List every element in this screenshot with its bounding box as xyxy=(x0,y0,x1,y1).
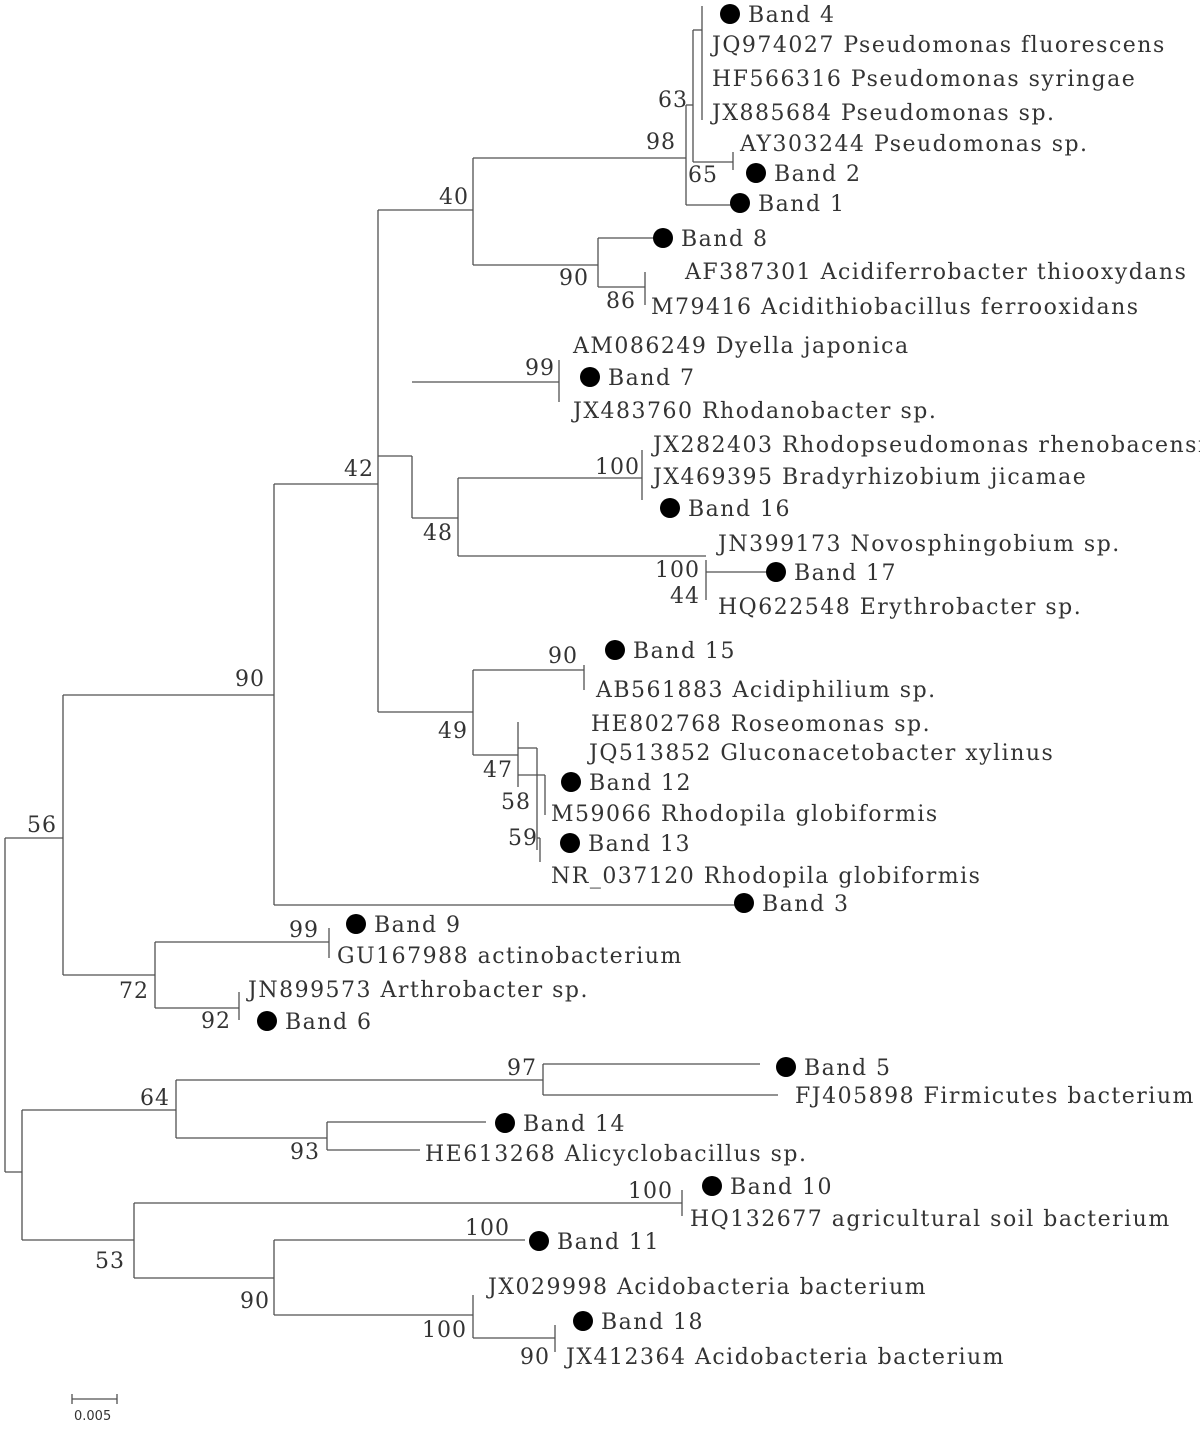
taxon-label-band-8: Band 8 xyxy=(681,227,769,252)
band-marker-icon xyxy=(746,163,766,183)
bootstrap-value: 90 xyxy=(548,644,578,669)
band-marker-icon xyxy=(573,1311,593,1331)
bootstrap-value: 100 xyxy=(655,558,700,583)
taxon-label-band-15: Band 15 xyxy=(633,639,736,664)
taxon-label-band-9: Band 9 xyxy=(374,913,462,938)
band-marker-icon xyxy=(257,1011,277,1031)
taxon-label-m59066-rhodopila-globiformis: M59066 Rhodopila globiformis xyxy=(551,802,939,827)
band-marker-icon xyxy=(734,893,754,913)
bootstrap-value: 90 xyxy=(240,1289,270,1314)
bootstrap-value: 58 xyxy=(501,790,531,815)
band-marker-icon xyxy=(730,193,750,213)
taxon-label-jq974027-pseudomonas-fluorescens: JQ974027 Pseudomonas fluorescens xyxy=(710,33,1166,58)
taxon-label-band-4: Band 4 xyxy=(748,3,836,28)
taxon-label-gu167988-actinobacterium: GU167988 actinobacterium xyxy=(337,944,683,969)
tree-branches xyxy=(4,6,778,1352)
band-marker-icon xyxy=(776,1057,796,1077)
taxon-label-fj405898-firmicutes-bacterium: FJ405898 Firmicutes bacterium xyxy=(795,1084,1195,1109)
bootstrap-value: 64 xyxy=(140,1086,170,1111)
taxon-label-jx412364-acidobacteria-bacterium: JX412364 Acidobacteria bacterium xyxy=(564,1345,1005,1370)
band-marker-icon xyxy=(720,4,740,24)
taxon-label-jn899573-arthrobacter-sp: JN899573 Arthrobacter sp. xyxy=(246,978,589,1003)
band-marker-icon xyxy=(580,367,600,387)
band-marker-icon xyxy=(560,833,580,853)
taxon-label-band-16: Band 16 xyxy=(688,497,791,522)
taxon-label-m79416-acidithiobacillus-ferrooxidans: M79416 Acidithiobacillus ferrooxidans xyxy=(651,295,1140,320)
taxon-label-band-6: Band 6 xyxy=(285,1010,373,1035)
taxon-label-band-1: Band 1 xyxy=(758,192,846,217)
taxon-label-band-3: Band 3 xyxy=(762,892,850,917)
bootstrap-value: 92 xyxy=(201,1009,231,1034)
bootstrap-value: 99 xyxy=(289,918,319,943)
bootstrap-value: 100 xyxy=(628,1179,673,1204)
bootstrap-value: 99 xyxy=(525,356,555,381)
scale-bar: 0.005 xyxy=(71,1394,118,1424)
bootstrap-value: 90 xyxy=(235,667,265,692)
bootstrap-value: 42 xyxy=(344,457,374,482)
taxon-labels: Band 4 JQ974027 Pseudomonas fluorescensHF… xyxy=(246,3,1200,1370)
bootstrap-value: 44 xyxy=(670,584,700,609)
taxon-label-jx483760-rhodanobacter-sp: JX483760 Rhodanobacter sp. xyxy=(571,399,937,424)
taxon-label-band-11: Band 11 xyxy=(557,1230,660,1255)
band-marker-icon xyxy=(660,498,680,518)
band-marker-icon xyxy=(346,914,366,934)
bootstrap-value: 72 xyxy=(119,979,149,1004)
taxon-label-jx885684-pseudomonas-sp: JX885684 Pseudomonas sp. xyxy=(710,101,1056,126)
band-marker-icon xyxy=(605,640,625,660)
bootstrap-value: 90 xyxy=(559,266,589,291)
band-marker-icon xyxy=(653,228,673,248)
band-marker-icon xyxy=(766,562,786,582)
taxon-label-jx029998-acidobacteria-bacterium: JX029998 Acidobacteria bacterium xyxy=(486,1275,927,1300)
bootstrap-value: 98 xyxy=(646,130,676,155)
taxon-label-hf566316-pseudomonas-syringae: HF566316 Pseudomonas syringae xyxy=(712,67,1136,92)
bootstrap-value: 86 xyxy=(606,289,636,314)
taxon-label-hq132677-agricultural-soil-bacterium: HQ132677 agricultural soil bacterium xyxy=(690,1207,1171,1232)
taxon-label-jq513852-gluconacetobacter-xylinus: JQ513852 Gluconacetobacter xylinus xyxy=(587,741,1054,766)
band-marker-icon xyxy=(495,1113,515,1133)
bootstrap-value: 90 xyxy=(520,1345,550,1370)
taxon-label-hq622548-erythrobacter-sp: HQ622548 Erythrobacter sp. xyxy=(718,595,1082,620)
taxon-label-he613268-alicyclobacillus-sp: HE613268 Alicyclobacillus sp. xyxy=(425,1142,807,1167)
band-marker-icon xyxy=(561,772,581,792)
bootstrap-value: 100 xyxy=(595,455,640,480)
bootstrap-value: 53 xyxy=(95,1249,125,1274)
taxon-label-ay303244-pseudomonas-sp: AY303244 Pseudomonas sp. xyxy=(739,132,1089,157)
taxon-label-band-14: Band 14 xyxy=(523,1112,626,1137)
bootstrap-value: 40 xyxy=(439,185,469,210)
bootstrap-value: 63 xyxy=(658,88,688,113)
taxon-label-band-5: Band 5 xyxy=(804,1056,892,1081)
taxon-label-nr-037120-rhodopila-globiformis: NR_037120 Rhodopila globiformis xyxy=(551,864,981,889)
bootstrap-value: 59 xyxy=(508,826,538,851)
bootstrap-value: 100 xyxy=(465,1216,510,1241)
taxon-label-jn399173-novosphingobium-sp: JN399173 Novosphingobium sp. xyxy=(716,532,1121,557)
taxon-label-band-17: Band 17 xyxy=(794,561,897,586)
taxon-label-band-7: Band 7 xyxy=(608,366,696,391)
bootstrap-value: 49 xyxy=(438,719,468,744)
taxon-label-band-18: Band 18 xyxy=(601,1310,704,1335)
band-marker-icon xyxy=(702,1176,722,1196)
band-marker-icon xyxy=(529,1231,549,1251)
bootstrap-value: 97 xyxy=(507,1056,537,1081)
taxon-label-jx282403-rhodopseudomonas-rhenobacensis: JX282403 Rhodopseudomonas rhenobacensis xyxy=(651,433,1200,458)
taxon-label-band-10: Band 10 xyxy=(730,1175,833,1200)
taxon-label-am086249-dyella-japonica: AM086249 Dyella japonica xyxy=(572,334,910,359)
taxon-label-he802768-roseomonas-sp: HE802768 Roseomonas sp. xyxy=(591,712,931,737)
bootstrap-value: 93 xyxy=(290,1140,320,1165)
bootstrap-value: 47 xyxy=(483,758,513,783)
taxon-label-band-2: Band 2 xyxy=(774,162,862,187)
taxon-label-af387301-acidiferrobacter-thiooxydans: AF387301 Acidiferrobacter thiooxydans xyxy=(684,260,1187,285)
taxon-label-ab561883-acidiphilium-sp: AB561883 Acidiphilium sp. xyxy=(595,678,937,703)
taxon-label-band-13: Band 13 xyxy=(588,832,691,857)
taxon-label-jx469395-bradyrhizobium-jicamae: JX469395 Bradyrhizobium jicamae xyxy=(651,465,1087,490)
bootstrap-value: 65 xyxy=(688,163,718,188)
bootstrap-value: 48 xyxy=(423,521,453,546)
scale-bar-label: 0.005 xyxy=(74,1409,111,1424)
bootstrap-value: 100 xyxy=(422,1318,467,1343)
taxon-label-band-12: Band 12 xyxy=(589,771,692,796)
bootstrap-value: 56 xyxy=(27,813,57,838)
